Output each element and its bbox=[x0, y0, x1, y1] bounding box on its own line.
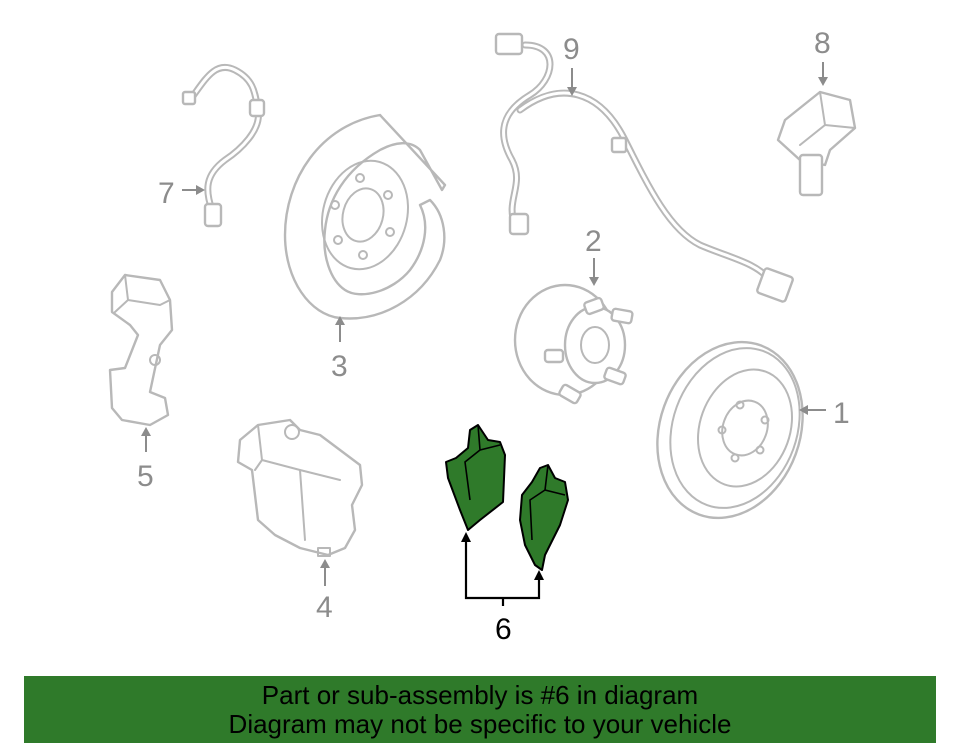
info-banner: Part or sub-assembly is #6 in diagram Di… bbox=[24, 676, 936, 743]
part-9-abs-harness[interactable] bbox=[494, 32, 794, 303]
part-4-caliper[interactable] bbox=[236, 418, 364, 557]
callout-6-leader bbox=[461, 532, 544, 606]
part-7-abs-sensor-wire[interactable] bbox=[181, 63, 266, 228]
callout-2: 2 bbox=[585, 225, 602, 258]
callout-6: 6 bbox=[495, 613, 512, 646]
callout-1: 1 bbox=[833, 397, 850, 430]
part-6-brake-pads[interactable] bbox=[445, 424, 569, 571]
banner-line-1: Part or sub-assembly is #6 in diagram bbox=[261, 679, 699, 710]
callout-leaders bbox=[141, 62, 828, 586]
callout-9: 9 bbox=[563, 33, 580, 66]
callout-8: 8 bbox=[814, 27, 831, 60]
part-1-brake-rotor[interactable] bbox=[633, 321, 826, 538]
callout-7: 7 bbox=[158, 177, 175, 210]
part-8-speed-sensor[interactable] bbox=[776, 90, 857, 197]
callout-5: 5 bbox=[137, 460, 154, 493]
banner-line-2: Diagram may not be specific to your vehi… bbox=[228, 708, 732, 739]
part-3-dust-shield[interactable] bbox=[283, 113, 447, 320]
part-5-caliper-bracket[interactable] bbox=[108, 273, 174, 427]
part-2-hub-bearing[interactable] bbox=[513, 283, 634, 405]
callout-4: 4 bbox=[316, 591, 333, 624]
callout-3: 3 bbox=[331, 350, 348, 383]
